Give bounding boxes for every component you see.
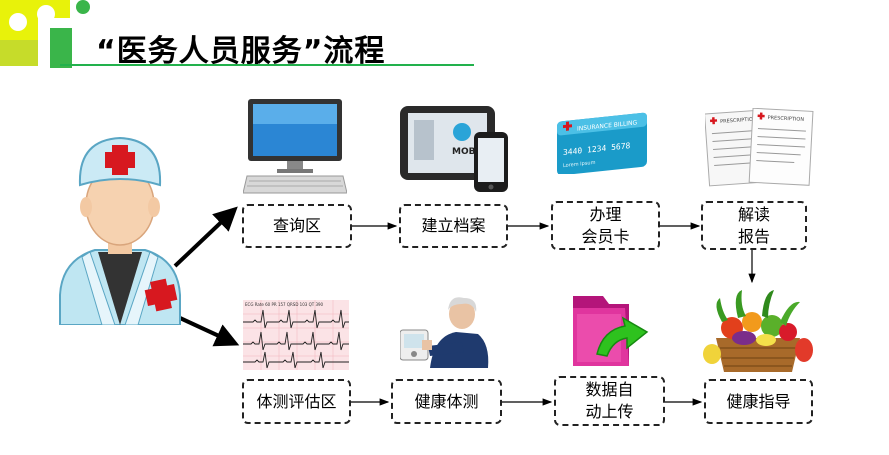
folder-upload-icon — [573, 296, 649, 366]
report-heading-back: PRESCRIPTION — [720, 116, 757, 125]
insurance-card-icon: INSURANCE BILLING 3440 1234 5678 Lorem I… — [557, 112, 647, 174]
page-title: “医务人员服务”流程 — [96, 34, 386, 69]
step-report-reading: 解读 报告 — [701, 201, 807, 250]
tablet-brand: MOB — [452, 147, 476, 157]
step-fitness-assessment: 体测评估区 — [242, 379, 351, 424]
title-underline — [60, 64, 474, 66]
step-create-record: 建立档案 — [399, 204, 508, 248]
corner-decoration — [0, 0, 90, 68]
step-health-check: 健康体测 — [391, 379, 502, 424]
step-membership-card: 办理 会员卡 — [551, 201, 660, 250]
doctor-icon — [59, 136, 181, 325]
blood-pressure-icon — [400, 297, 489, 368]
step-health-guidance: 健康指导 — [704, 379, 813, 424]
report-heading-front: PRESCRIPTION — [767, 115, 804, 123]
arrow-doctor-to-fitness — [179, 316, 240, 347]
step-auto-upload: 数据自 动上传 — [554, 376, 665, 426]
step-query-area: 查询区 — [242, 204, 352, 248]
arrow-doctor-to-query — [173, 206, 238, 268]
tablet-phone-icon: MOB — [400, 106, 508, 192]
ecg-icon: ECG Rate 60 PR 157 QRSD 103 QT 390 — [243, 300, 349, 370]
fruit-basket-icon — [703, 290, 813, 372]
prescription-icon: PRESCRIPTION PRESCRIPTION — [705, 108, 814, 187]
computer-icon — [243, 99, 347, 194]
ecg-header: ECG Rate 60 PR 157 QRSD 103 QT 390 — [245, 302, 324, 307]
card-name: Lorem Ipsum — [563, 160, 596, 169]
